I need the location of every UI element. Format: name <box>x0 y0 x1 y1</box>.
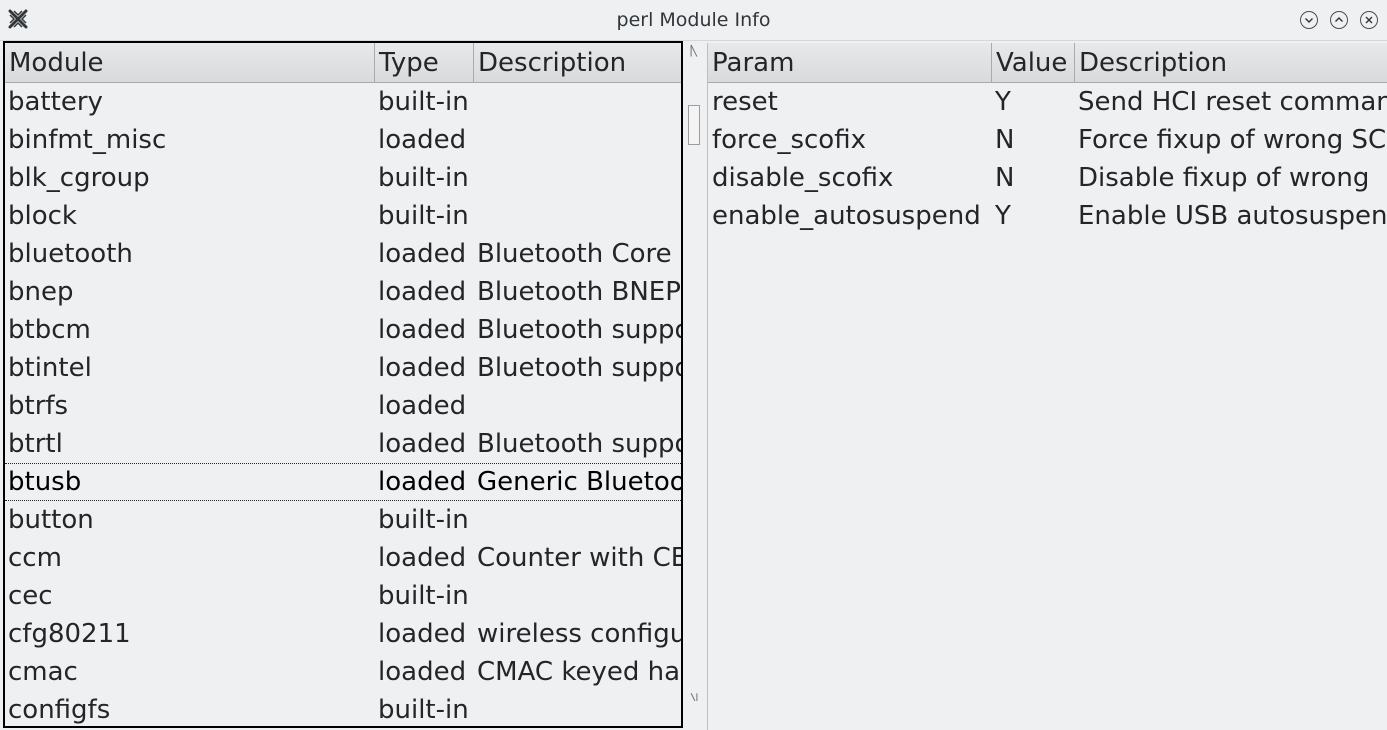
module-cell-description: Bluetooth support <box>477 315 681 345</box>
module-cell-type: loaded <box>378 429 467 459</box>
param-cell-param: force_scofix <box>712 125 866 155</box>
module-row[interactable]: cec built-in <box>5 577 681 615</box>
module-row[interactable]: btrfs loaded <box>5 387 681 425</box>
header-type[interactable]: Type <box>375 43 474 83</box>
module-cell-module: ccm <box>8 543 62 573</box>
param-row[interactable]: force_scofix N Force fixup of wrong SCO <box>708 121 1387 159</box>
module-cell-description: wireless configuration <box>477 619 681 649</box>
scroll-thumb[interactable] <box>688 105 700 145</box>
module-cell-module: binfmt_misc <box>8 125 167 155</box>
module-row[interactable]: cfg80211 loaded wireless configuration <box>5 615 681 653</box>
module-row[interactable]: binfmt_misc loaded <box>5 121 681 159</box>
param-cell-value: N <box>995 125 1015 155</box>
window-title: perl Module Info <box>616 9 771 31</box>
module-cell-module: btbcm <box>8 315 91 345</box>
module-cell-type: loaded <box>378 391 467 421</box>
module-row[interactable]: configfs built-in <box>5 691 681 726</box>
module-cell-type: built-in <box>378 87 469 117</box>
module-cell-type: built-in <box>378 695 469 725</box>
header-param[interactable]: Param <box>708 43 992 83</box>
module-row[interactable]: btbcm loaded Bluetooth support <box>5 311 681 349</box>
header-module[interactable]: Module <box>5 43 375 83</box>
module-cell-description: Bluetooth BNEP <box>477 277 681 307</box>
module-cell-description: Counter with CBC <box>477 543 681 573</box>
module-cell-description: CMAC keyed hash <box>477 657 681 687</box>
module-row[interactable]: blk_cgroup built-in <box>5 159 681 197</box>
module-row[interactable]: button built-in <box>5 501 681 539</box>
param-row[interactable]: reset Y Send HCI reset command <box>708 83 1387 121</box>
module-row[interactable]: ccm loaded Counter with CBC <box>5 539 681 577</box>
module-cell-module: configfs <box>8 695 111 725</box>
module-cell-type: loaded <box>378 315 467 345</box>
module-row[interactable]: block built-in <box>5 197 681 235</box>
close-icon <box>1365 16 1373 24</box>
param-cell-param: disable_scofix <box>712 163 894 193</box>
chevron-down-icon <box>1305 18 1313 23</box>
module-cell-type: loaded <box>378 543 467 573</box>
param-cell-description: Send HCI reset command <box>1078 87 1387 117</box>
header-param-description[interactable]: Description <box>1075 43 1387 83</box>
module-cell-module: cmac <box>8 657 78 687</box>
module-row[interactable]: btusb loaded Generic Bluetooth <box>5 463 681 501</box>
module-cell-module: button <box>8 505 94 535</box>
module-cell-description: Bluetooth support <box>477 353 681 383</box>
module-cell-type: built-in <box>378 581 469 611</box>
chevron-up-icon <box>1335 17 1343 22</box>
header-description[interactable]: Description <box>474 43 681 83</box>
module-cell-module: cfg80211 <box>8 619 131 649</box>
module-cell-module: btrfs <box>8 391 69 421</box>
module-cell-module: bluetooth <box>8 239 133 269</box>
module-row[interactable]: btintel loaded Bluetooth support <box>5 349 681 387</box>
module-row[interactable]: cmac loaded CMAC keyed hash <box>5 653 681 691</box>
module-row[interactable]: btrtl loaded Bluetooth support <box>5 425 681 463</box>
module-cell-type: built-in <box>378 201 469 231</box>
module-cell-description: Bluetooth Core <box>477 239 672 269</box>
title-bar: perl Module Info <box>0 0 1387 41</box>
minimize-button[interactable] <box>1300 11 1318 29</box>
param-cell-description: Enable USB autosuspend <box>1078 201 1387 231</box>
param-row[interactable]: enable_autosuspend Y Enable USB autosuspen… <box>708 197 1387 235</box>
param-cell-value: N <box>995 163 1015 193</box>
module-cell-module: bnep <box>8 277 74 307</box>
module-cell-type: loaded <box>378 353 467 383</box>
module-cell-module: btusb <box>8 467 82 497</box>
module-cell-module: btintel <box>8 353 92 383</box>
param-cell-value: Y <box>995 87 1011 117</box>
module-cell-module: block <box>8 201 77 231</box>
module-cell-type: loaded <box>378 657 467 687</box>
param-cell-description: Force fixup of wrong SCO <box>1078 125 1387 155</box>
close-x-icon[interactable] <box>7 8 29 30</box>
param-cell-description: Disable fixup of wrong <box>1078 163 1370 193</box>
module-cell-module: blk_cgroup <box>8 163 150 193</box>
close-button[interactable] <box>1360 11 1378 29</box>
module-cell-type: built-in <box>378 505 469 535</box>
module-cell-description: Generic Bluetooth <box>477 467 681 497</box>
maximize-button[interactable] <box>1330 11 1348 29</box>
param-row[interactable]: disable_scofix N Disable fixup of wrong <box>708 159 1387 197</box>
panel-splitter[interactable] <box>683 41 707 730</box>
module-cell-module: cec <box>8 581 53 611</box>
scroll-track <box>690 44 698 701</box>
module-cell-module: battery <box>8 87 103 117</box>
header-value[interactable]: Value <box>992 43 1075 83</box>
module-cell-type: loaded <box>378 619 467 649</box>
module-row[interactable]: bluetooth loaded Bluetooth Core <box>5 235 681 273</box>
param-cell-param: enable_autosuspend <box>712 201 981 231</box>
module-cell-type: loaded <box>378 467 467 497</box>
module-cell-type: loaded <box>378 277 467 307</box>
param-cell-value: Y <box>995 201 1011 231</box>
module-row[interactable]: battery built-in <box>5 83 681 121</box>
param-cell-param: reset <box>712 87 778 117</box>
module-cell-type: loaded <box>378 125 467 155</box>
module-cell-description: Bluetooth support <box>477 429 681 459</box>
module-cell-type: loaded <box>378 239 467 269</box>
module-row[interactable]: bnep loaded Bluetooth BNEP <box>5 273 681 311</box>
module-cell-module: btrtl <box>8 429 63 459</box>
module-cell-type: built-in <box>378 163 469 193</box>
